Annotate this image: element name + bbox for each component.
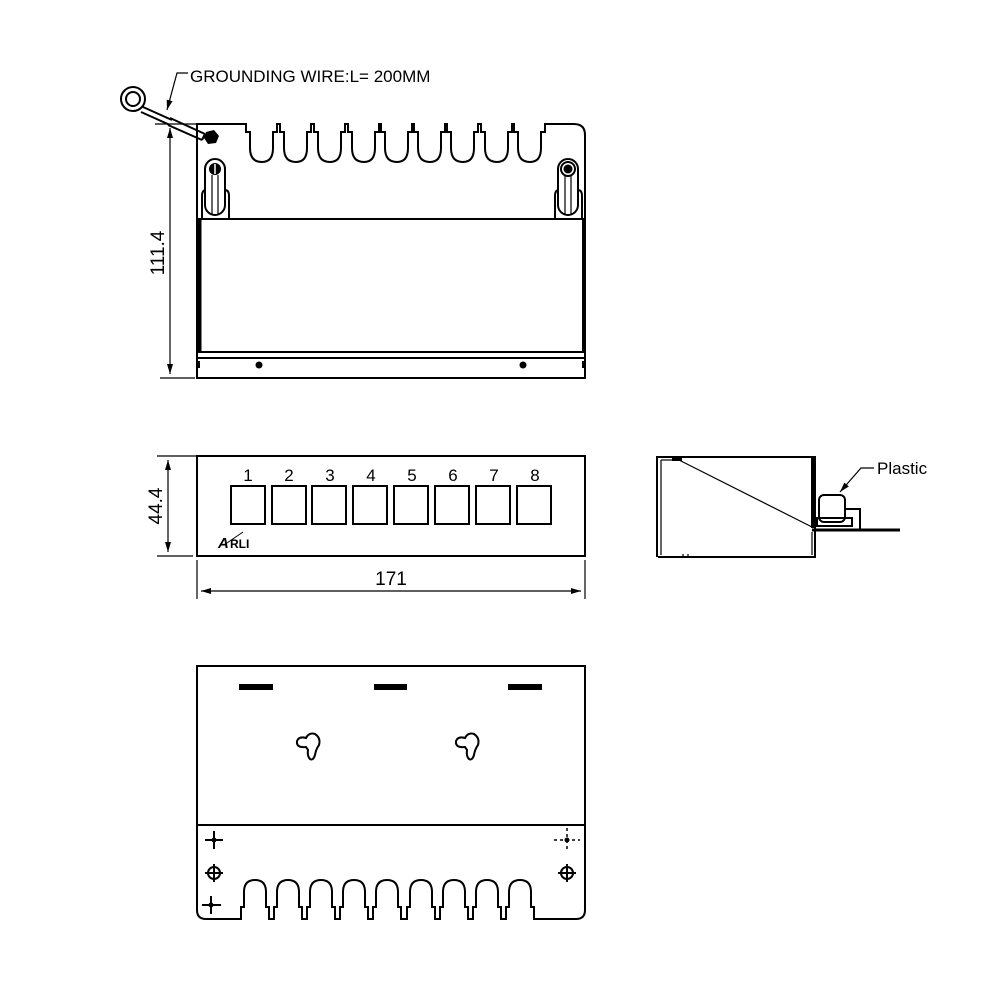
port-6 [434, 485, 470, 525]
mount-slot-1 [239, 684, 273, 690]
port-label-7: 7 [489, 466, 498, 485]
top-view: GROUNDING WIRE:L= 200MM 111.4 [120, 67, 586, 379]
plastic-callout-leader [839, 467, 874, 493]
front-view: 1 2 3 4 5 6 7 8 A RLI 44.4 171 [146, 455, 586, 599]
port-label-6: 6 [448, 466, 457, 485]
port-5 [393, 485, 429, 525]
dimension-height-front: 44.4 [146, 455, 197, 557]
port-4 [352, 485, 388, 525]
port-2 [271, 485, 307, 525]
port-1 [230, 485, 266, 525]
port-label-8: 8 [530, 466, 539, 485]
plastic-clip [816, 494, 861, 529]
keyhole-left [295, 732, 321, 761]
port-label-3: 3 [325, 466, 334, 485]
crosshair-left-bottom [202, 896, 221, 914]
port-8 [516, 485, 552, 525]
standoff-left [201, 158, 230, 219]
mount-slot-3 [508, 684, 542, 690]
bottom-view [196, 665, 586, 920]
standoff-right [554, 158, 583, 219]
top-plate-outline [196, 123, 586, 379]
grounding-nut-icon [204, 130, 219, 144]
height-dimension-label-front: 44.4 [146, 487, 167, 524]
crosshair-left-top [205, 831, 223, 849]
width-dimension-label: 171 [375, 569, 407, 590]
bottom-plate-outline [196, 665, 586, 920]
dimension-width: 171 [196, 560, 586, 599]
front-panel [196, 455, 586, 557]
keyhole-right [454, 732, 480, 761]
port-label-4: 4 [366, 466, 375, 485]
side-diagonal-line [676, 458, 813, 528]
grounding-callout-leader [166, 72, 188, 111]
port-row [230, 485, 552, 525]
mount-slot-2 [374, 684, 407, 690]
grounding-wire-label: GROUNDING WIRE:L= 200MM [190, 67, 430, 86]
port-3 [311, 485, 347, 525]
hole-left-middle [205, 864, 223, 882]
port-label-5: 5 [407, 466, 416, 485]
crosshair-right-top [554, 828, 580, 852]
rivet-left [255, 361, 263, 369]
height-dimension-label-top: 111.4 [148, 230, 169, 275]
brand-logo: A RLI [217, 531, 249, 552]
dimension-height-top: 111.4 [148, 123, 197, 379]
brand-logo-mark: A [217, 535, 229, 552]
plastic-label: Plastic [877, 459, 928, 478]
grounding-wire [120, 86, 219, 144]
hole-right-middle [558, 864, 576, 882]
port-label-1: 1 [243, 466, 252, 485]
side-body-outline [656, 456, 816, 558]
brand-logo-text: RLI [230, 537, 249, 551]
top-body-panel [198, 218, 584, 353]
side-view: Plastic [656, 456, 928, 558]
port-7 [475, 485, 511, 525]
port-label-2: 2 [284, 466, 293, 485]
rivet-right [519, 361, 527, 369]
